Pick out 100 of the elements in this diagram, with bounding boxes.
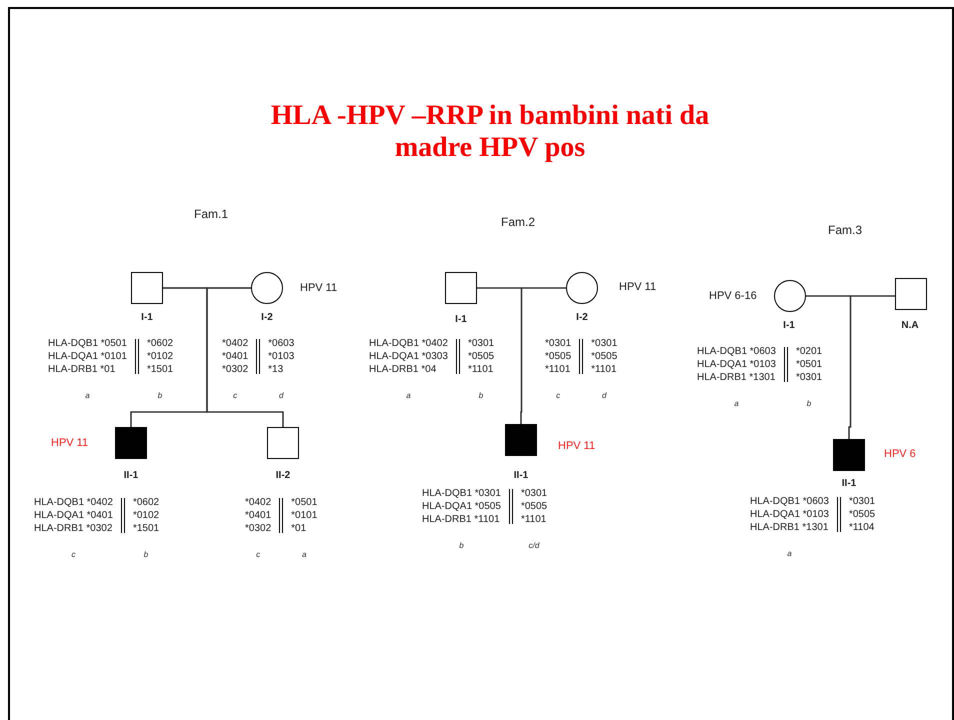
haplotype-letter: c [256,549,260,561]
allele-text: *1101 [545,363,572,376]
allele-text: HLA-DQB1 *0402 [34,496,113,509]
individual-id: II-1 [514,470,528,481]
allele-text: *0301 [848,495,876,508]
allele-text: *0501 [796,358,822,371]
haplotype-letter: d [602,390,606,402]
allele-text: *1501 [132,522,160,535]
haplotype-letter: a [85,390,90,402]
haplotype-letter: c [556,390,560,402]
family-label: Fam.1 [194,207,228,221]
affected-male-square [115,427,147,459]
allele-text: *0301 [468,337,494,350]
individual-id: II-1 [124,470,138,481]
haplotype-letter: a [734,398,739,410]
allele-text: HLA-DRB1 *0302 [34,522,113,535]
individual-id: II-1 [842,478,856,489]
allele-text: *01 [291,522,308,535]
haplotype-letter: c/d [528,540,540,552]
haplotype-letter: d [278,390,284,402]
female-circle [774,280,806,312]
allele-text: *1104 [848,521,876,534]
haplotype-letter: b [158,390,162,402]
family-label: Fam.3 [828,223,862,237]
allele-text: *0301 [796,371,822,384]
haplotype-letter: a [787,548,792,560]
allele-text: *0201 [796,345,822,358]
allele-text: HLA-DQA1 *0303 [369,350,448,363]
allele-text: *0402 [245,496,272,509]
allele-text: HLA-DQB1 *0402 [369,337,448,350]
allele-text: *0301 [520,487,548,500]
allele-text: *0101 [291,509,318,522]
allele-text: *1101 [520,513,548,526]
family-label: Fam.2 [501,215,536,229]
hpv-status: HPV 6 [884,448,916,460]
haplotype-letter: a [302,549,306,561]
allele-text: *1101 [468,363,494,376]
allele-text: HLA-DQA1 *0103 [697,358,776,371]
haplotype-letter: b [144,549,148,561]
allele-text: *13 [268,363,284,376]
allele-text: *0302 [222,363,248,376]
hpv-status: HPV 11 [51,437,88,449]
haplotype-letter: b [806,398,812,410]
allele-text: *0401 [222,350,248,363]
allele-text: HLA-DQA1 *0103 [750,508,829,521]
allele-text: *0603 [268,337,294,350]
descent-line [848,295,895,439]
allele-text: HLA-DQB1 *0501 [48,337,127,350]
haplotype-letter: c [233,390,238,402]
hpv-status: HPV 11 [619,281,656,293]
allele-text: HLA-DQB1 *0603 [750,495,829,508]
allele-text: *0302 [245,522,272,535]
allele-text: HLA-DRB1 *1301 [697,371,776,384]
male-square [267,427,299,459]
female-circle [566,272,598,304]
individual-id: I-1 [141,312,153,323]
allele-text: *0505 [545,350,572,363]
hpv-status: HPV 11 [300,282,338,294]
allele-text: HLA-DRB1 *1301 [750,521,829,534]
allele-text: *1101 [591,363,618,376]
allele-text: *0505 [848,508,876,521]
male-square [445,272,477,304]
allele-text: *0505 [520,500,548,513]
female-circle [251,272,283,304]
allele-text: *0501 [291,496,318,509]
allele-text: *0102 [146,350,174,363]
haplotype-letter: c [71,549,76,561]
hpv-status: HPV 6-16 [709,290,757,302]
allele-text: HLA-DRB1 *1101 [422,513,501,526]
allele-text: *0602 [146,337,174,350]
allele-text: *0301 [591,337,618,350]
allele-text: HLA-DRB1 *01 [48,363,116,376]
individual-id: II-2 [276,470,290,481]
individual-id: I-2 [261,312,273,323]
allele-text: HLA-DQA1 *0401 [34,509,113,522]
allele-text: HLA-DQA1 *0101 [48,350,127,363]
haplotype-letter: b [478,390,484,402]
haplotype-letter: a [406,390,411,402]
allele-text: *0301 [545,337,572,350]
male-square [895,278,927,310]
allele-text: HLA-DQA1 *0505 [422,500,501,513]
allele-text: HLA-DQB1 *0301 [422,487,501,500]
hpv-status: HPV 11 [558,440,596,452]
allele-text: *0505 [468,350,494,363]
individual-id: N.A [901,320,919,331]
allele-text: *0103 [268,350,294,363]
allele-text: *0602 [132,496,160,509]
allele-text: *1501 [146,363,174,376]
descent-line [520,287,566,424]
individual-id: I-1 [455,314,467,325]
allele-text: HLA-DQB1 *0603 [697,345,776,358]
allele-text: HLA-DRB1 *04 [369,363,438,376]
descent-line [206,287,284,427]
allele-text: *0102 [132,509,160,522]
male-square [131,272,163,304]
allele-text: *0505 [591,350,618,363]
individual-id: I-2 [576,312,588,323]
haplotype-letter: b [459,540,464,552]
affected-male-square [833,439,865,471]
title: HLA -HPV –RRP in bambini nati da madre HPV pos [270,100,710,164]
